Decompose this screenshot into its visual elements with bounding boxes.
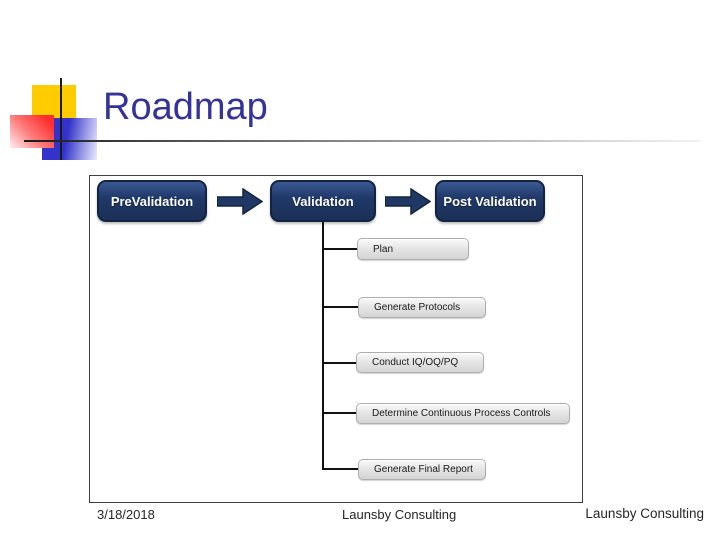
decor-vertical-line (60, 78, 62, 160)
title-underline-rule (24, 140, 700, 142)
connector-branch-protocols (323, 306, 358, 308)
connector-branch-iq-oq-pq (323, 362, 358, 364)
decor-red-square (10, 115, 54, 148)
step-label: Generate Final Report (374, 464, 473, 475)
flow-arrow-right-icon (217, 188, 263, 215)
footer-date: 3/18/2018 (97, 507, 155, 522)
connector-branch-controls (323, 412, 358, 414)
stage-post-validation: Post Validation (435, 180, 545, 222)
step-generate-final-report: Generate Final Report (358, 459, 486, 480)
step-plan: Plan (357, 238, 469, 260)
step-label: Generate Protocols (374, 302, 461, 313)
step-generate-protocols: Generate Protocols (358, 297, 486, 318)
roadmap-diagram-frame: PreValidation Validation Post Validation… (89, 175, 583, 503)
stage-label: Post Validation (443, 193, 537, 209)
connector-branch-final-report (323, 468, 358, 470)
flow-arrow-right-icon (385, 188, 431, 215)
footer-company-center: Launsby Consulting (342, 507, 457, 522)
stage-prevalidation: PreValidation (97, 180, 207, 222)
connector-branch-plan (323, 248, 358, 250)
step-label: Plan (373, 243, 394, 255)
step-label: Conduct IQ/OQ/PQ (372, 357, 459, 368)
slide-title: Roadmap (103, 86, 268, 128)
connector-vertical-line (322, 222, 324, 470)
footer-company-right: Launsby Consulting (585, 506, 704, 521)
step-conduct-iq-oq-pq: Conduct IQ/OQ/PQ (356, 352, 484, 373)
step-label: Determine Continuous Process Controls (372, 408, 551, 419)
stage-label: Validation (292, 193, 354, 209)
stage-label: PreValidation (110, 193, 194, 209)
step-determine-continuous-process-controls: Determine Continuous Process Controls (356, 403, 570, 424)
stage-validation: Validation (270, 180, 376, 222)
